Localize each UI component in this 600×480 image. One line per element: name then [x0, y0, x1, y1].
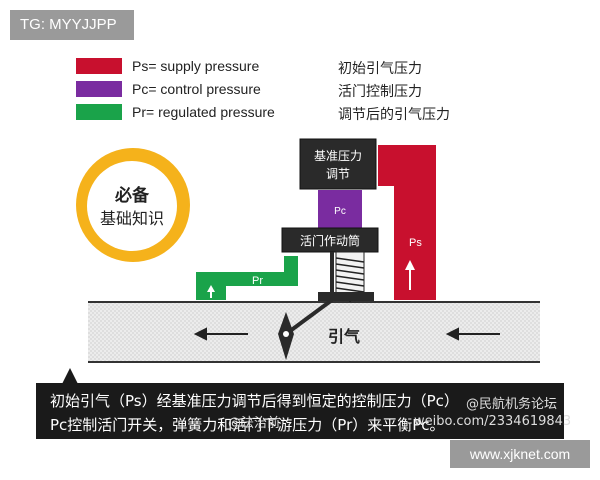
legend-label-pc: Pc= control pressure	[132, 81, 261, 97]
legend-label-pr: Pr= regulated pressure	[132, 104, 275, 120]
caption-box: 初始引气（Ps）经基准压力调节后得到恒定的控制压力（Pc） Pc控制活门开关，弹…	[36, 383, 564, 439]
site-tag: www.xjknet.com	[450, 440, 590, 468]
legend-swatch-pc	[76, 81, 122, 97]
caption-pointer	[62, 368, 78, 384]
caption-line2: Pc控制活门开关，弹簧力和活门下游压力（Pr）来平衡Pc。	[50, 416, 445, 434]
reference-regulator	[299, 138, 377, 190]
butterfly-valve	[278, 298, 334, 360]
pr-label: Pr	[252, 275, 263, 287]
valve-base	[318, 252, 374, 301]
pr-regulated-line	[196, 256, 298, 300]
pc-control-line	[318, 190, 362, 228]
badge-line1: 必备	[114, 185, 150, 206]
ps-label: Ps	[409, 237, 422, 249]
regulator-line1: 基准压力	[314, 149, 362, 163]
legend-cn-pc: 活门控制压力	[338, 84, 422, 100]
ps-supply-line	[378, 145, 436, 300]
actuator-label: 活门作动筒	[300, 233, 360, 248]
watermark-weibo-left: @法治前	[228, 416, 281, 431]
caption-line1: 初始引气（Ps）经基准压力调节后得到恒定的控制压力（Pc）	[50, 392, 459, 410]
legend-cn-ps: 初始引气压力	[338, 61, 422, 77]
valve-actuator	[281, 227, 379, 253]
badge-line2: 基础知识	[100, 209, 164, 228]
flow-arrows	[193, 327, 500, 341]
watermark-weibo-right1: @民航机务论坛	[466, 397, 558, 412]
regulator-line2: 调节	[326, 167, 350, 181]
knowledge-badge: 必备 基础知识	[76, 148, 190, 262]
watermark-top: TG: MYYJJPP	[10, 10, 134, 40]
legend-swatch-pr	[76, 104, 122, 120]
legend-swatch-ps	[76, 58, 122, 74]
legend-cn-pr: 调节后的引气压力	[338, 107, 450, 123]
pc-label: Pc	[334, 206, 346, 217]
duct-label: 引气	[328, 327, 360, 346]
legend-label-ps: Ps= supply pressure	[132, 58, 260, 74]
watermark-weibo-right2: weibo.com/2334619843	[414, 414, 572, 429]
